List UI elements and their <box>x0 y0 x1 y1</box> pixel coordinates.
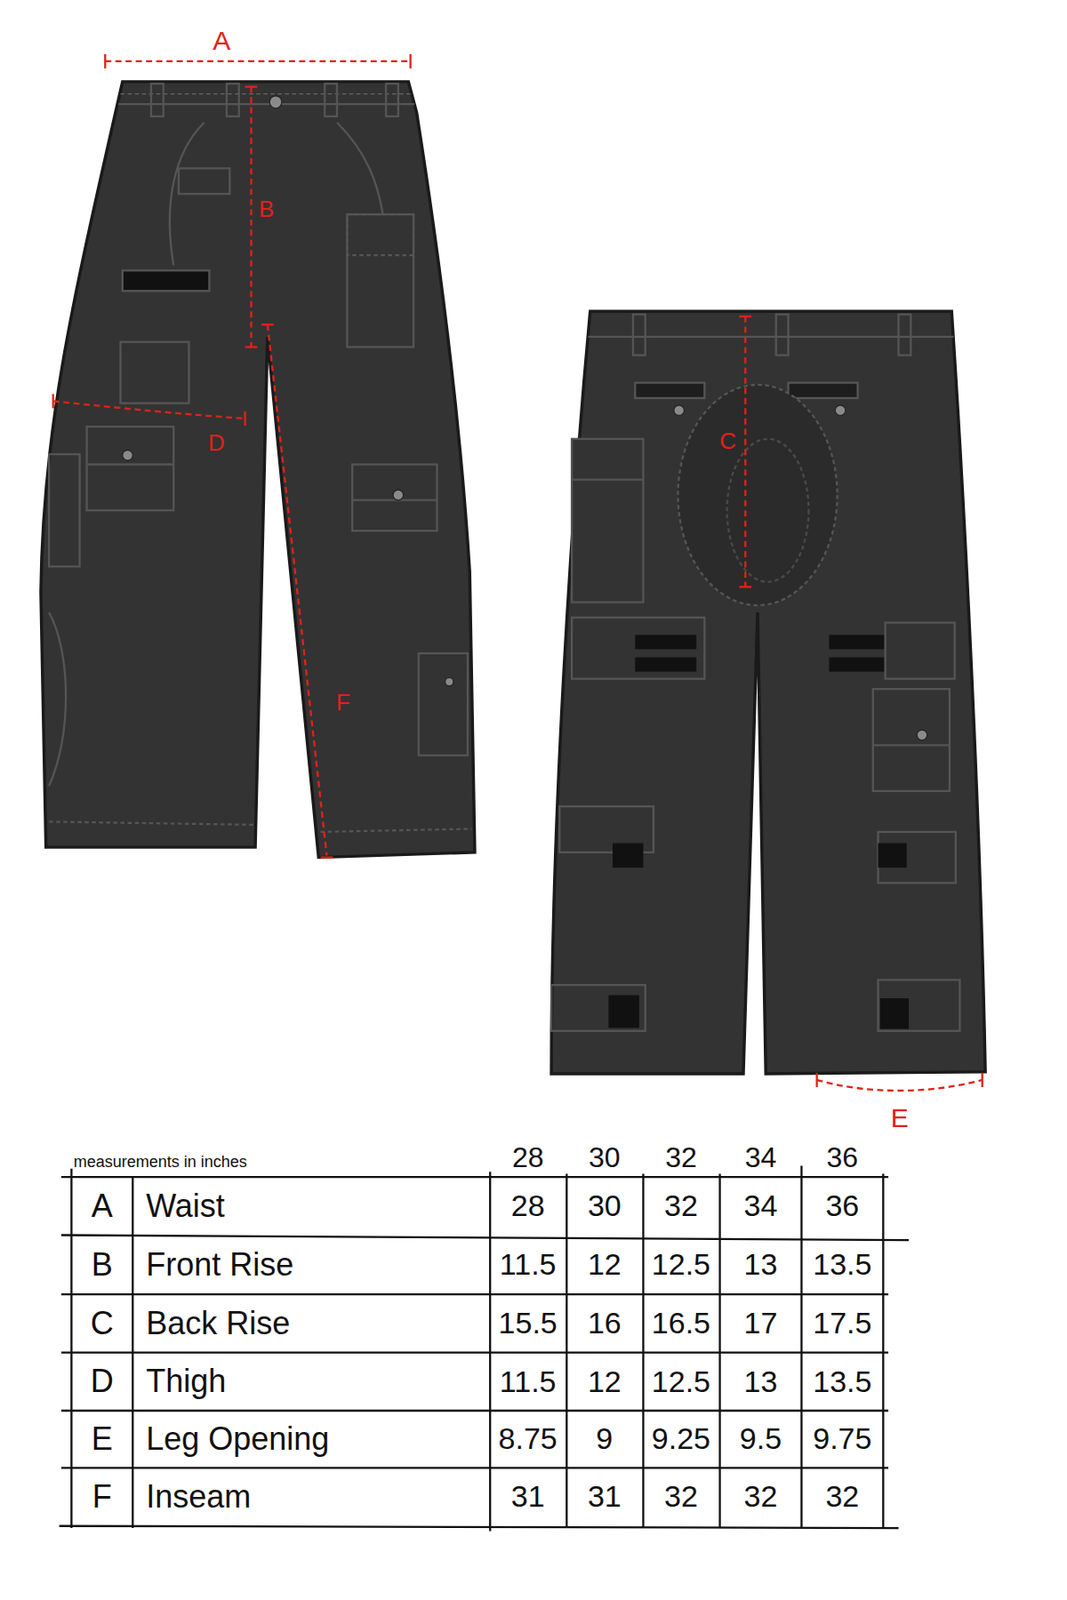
table-cell: 16.5 <box>651 1307 711 1340</box>
size-header: 28 <box>512 1142 545 1174</box>
table-cell: 9 <box>595 1422 613 1456</box>
dimension-letter: A <box>212 25 231 56</box>
back-view <box>551 311 986 1092</box>
table-cell: 8.75 <box>498 1422 558 1456</box>
size-header: 34 <box>745 1142 778 1174</box>
table-cell: 32 <box>825 1480 859 1514</box>
table-cell: 32 <box>744 1480 779 1514</box>
row-letter: A <box>91 1188 113 1225</box>
table-cell: 12.5 <box>651 1248 711 1282</box>
dimension-letter: C <box>716 428 739 455</box>
table-cell: 15.5 <box>498 1307 558 1340</box>
table-cell: 16 <box>587 1307 622 1340</box>
row-letter: C <box>90 1306 114 1342</box>
measurement-name: Inseam <box>145 1479 251 1516</box>
size-header: 30 <box>588 1142 621 1174</box>
table-cell: 36 <box>825 1189 859 1223</box>
table-note: measurements in inches <box>73 1154 248 1172</box>
table-cell: 17.5 <box>812 1307 872 1340</box>
table-cell: 31 <box>587 1480 622 1514</box>
size-header: 36 <box>826 1142 859 1174</box>
measurement-name: Thigh <box>145 1363 226 1400</box>
table-cell: 13.5 <box>812 1248 872 1282</box>
size-header: 32 <box>665 1142 698 1174</box>
table-cell: 32 <box>664 1480 698 1514</box>
measure-lines <box>53 61 411 856</box>
table-cell: 12 <box>587 1365 622 1399</box>
measurement-name: Waist <box>145 1188 225 1225</box>
dimension-letter: D <box>205 430 228 457</box>
table-cell: 11.5 <box>499 1365 557 1399</box>
table-cell: 17 <box>744 1307 779 1340</box>
table-cell: 31 <box>511 1480 546 1514</box>
measurement-name: Back Rise <box>145 1306 290 1342</box>
measurement-name: Leg Opening <box>145 1421 329 1458</box>
measurement-name: Front Rise <box>145 1247 294 1284</box>
dimension-letter: B <box>256 196 277 223</box>
table-cell: 11.5 <box>499 1248 557 1282</box>
table-cell: 13 <box>744 1365 779 1399</box>
dimension-letter: F <box>333 689 353 716</box>
table-cell: 12 <box>587 1248 622 1282</box>
row-letter: F <box>92 1479 113 1516</box>
row-letter: D <box>90 1363 114 1400</box>
front-view <box>40 54 475 859</box>
table-cell: 34 <box>744 1189 779 1223</box>
table-cell: 32 <box>664 1189 698 1223</box>
table-cell: 13.5 <box>812 1365 872 1399</box>
table-cell: 12.5 <box>651 1365 711 1399</box>
row-letter: E <box>91 1421 113 1458</box>
table-grid <box>59 1165 909 1532</box>
row-letter: B <box>91 1247 113 1284</box>
table-cell: 13 <box>744 1248 779 1282</box>
table-cell: 30 <box>587 1189 622 1223</box>
dimension-letter: E <box>890 1103 909 1133</box>
table-cell: 9.25 <box>651 1422 711 1456</box>
table-cell: 9.75 <box>812 1422 872 1456</box>
table-cell: 9.5 <box>739 1422 782 1456</box>
table-cell: 28 <box>511 1189 546 1223</box>
